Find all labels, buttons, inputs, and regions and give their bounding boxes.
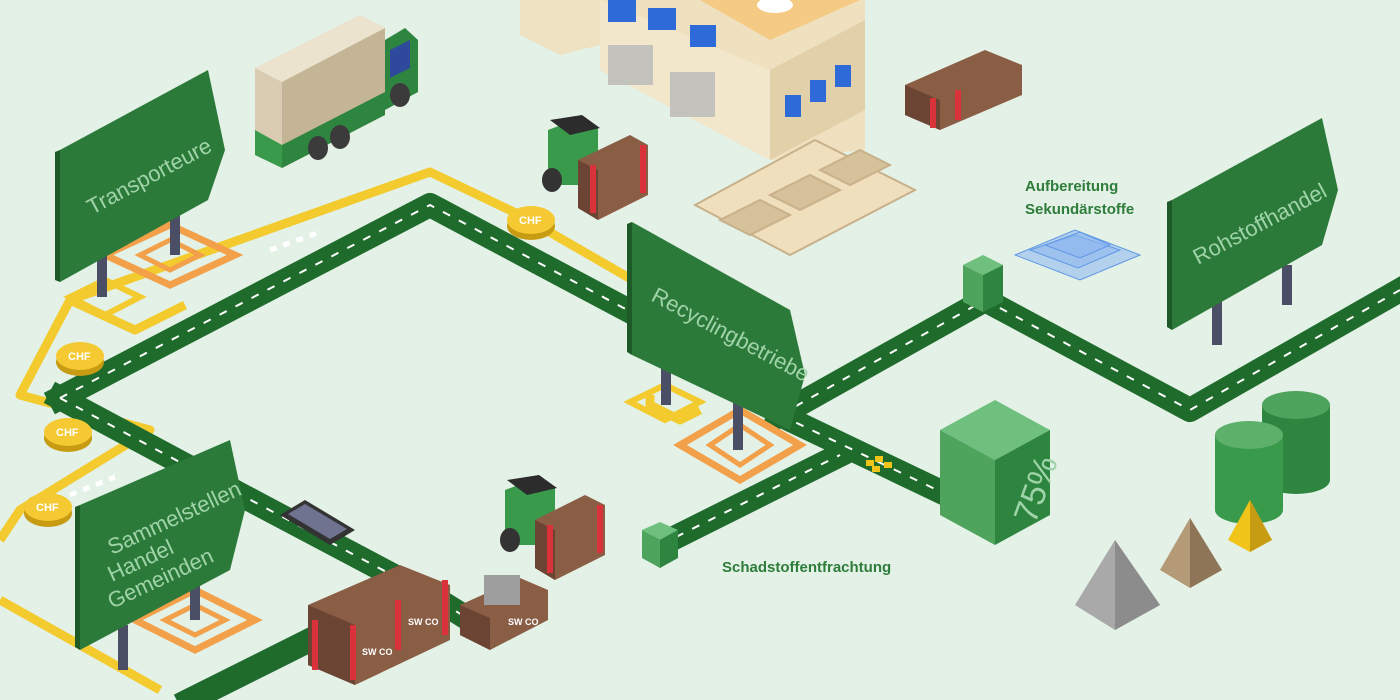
recovery-rate-block: 75%	[940, 400, 1066, 545]
coin-icon: CHF	[56, 342, 104, 376]
processing-layers-icon	[1013, 229, 1142, 281]
phone-icon	[280, 500, 355, 545]
processing-caption: Aufbereitung Sekundärstoffe	[1025, 178, 1134, 218]
factory-building	[520, 0, 865, 160]
gold-pile-icon	[1228, 500, 1272, 552]
forklift-icon	[500, 475, 605, 580]
yellow-target-markers	[63, 276, 707, 424]
green-cube-node	[963, 255, 1003, 312]
chf-coins: CHF CHF CHF CHF	[24, 206, 555, 527]
crate-brand-label: SW CO	[408, 617, 439, 627]
coin-label: CHF	[36, 502, 59, 514]
processing-caption-line2: Sekundärstoffe	[1025, 201, 1134, 218]
crate-brand-label: SW CO	[508, 617, 539, 627]
money-path-dashes	[69, 229, 321, 498]
stone-pile-icon	[1075, 540, 1160, 630]
truck-icon	[255, 15, 418, 168]
crate-stack: SW CO SW CO SW CO	[308, 565, 548, 685]
coin-icon: CHF	[507, 206, 555, 240]
mixed-material-pile-icon	[1160, 518, 1222, 588]
coin-label: CHF	[68, 351, 91, 363]
sign-posts	[97, 215, 1292, 670]
sign-sammelstellen: Sammelstellen Handel Gemeinden	[75, 440, 245, 650]
forklift-icon	[542, 115, 648, 220]
coin-icon: CHF	[44, 418, 92, 452]
coin-icon: CHF	[24, 493, 72, 527]
coin-label: CHF	[56, 427, 79, 439]
coin-label: CHF	[519, 215, 542, 227]
sign-rohstoffhandel: Rohstoffhandel	[1167, 118, 1338, 330]
crate-stack	[905, 50, 1022, 130]
crate-brand-label: SW CO	[362, 647, 393, 657]
processing-caption-line1: Aufbereitung	[1025, 178, 1118, 195]
sign-transporteure: Transporteure	[55, 70, 225, 282]
hazardous-caption: Schadstoffentfrachtung	[722, 559, 891, 576]
green-cube-node	[642, 522, 678, 568]
gold-nuggets-icon	[866, 456, 892, 472]
sorting-bins	[692, 138, 918, 257]
barrels-icon	[1215, 391, 1330, 524]
